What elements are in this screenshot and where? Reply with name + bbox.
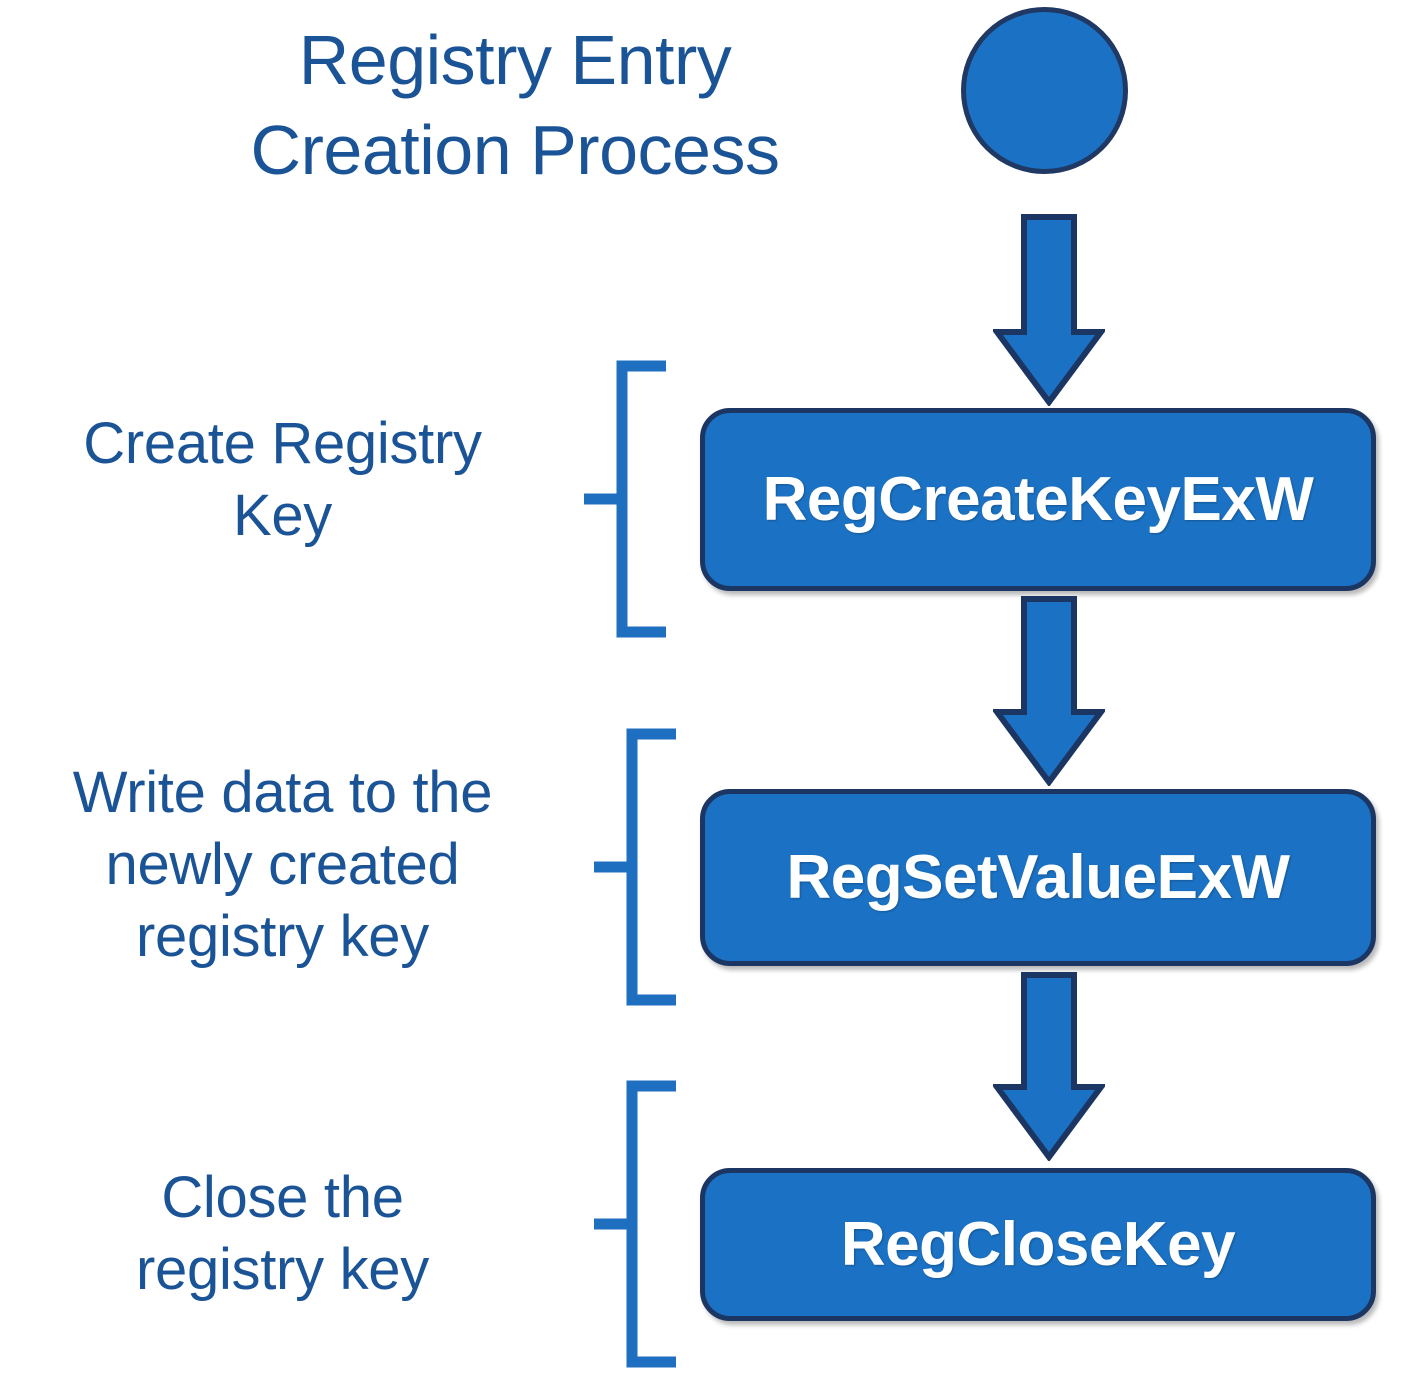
process-box-label: RegSetValueExW	[786, 843, 1290, 912]
flow-arrow-down-icon	[993, 596, 1105, 786]
process-box-label: RegCloseKey	[840, 1210, 1236, 1279]
brace-icon	[592, 1080, 682, 1368]
step-description-write-data: Write data to the newly created registry…	[72, 760, 493, 969]
step-description-close-key: Close the registry key	[136, 1165, 429, 1302]
page-title: Registry Entry Creation Process	[250, 21, 780, 189]
process-box-regsetvalueexw[interactable]: RegSetValueExW	[700, 789, 1376, 966]
step-description-create-registry-key: Create Registry Key	[83, 411, 482, 548]
process-box-regcreatekeyexw[interactable]: RegCreateKeyExW	[700, 408, 1376, 591]
process-box-label: RegCreateKeyExW	[762, 465, 1314, 534]
start-node-circle	[961, 7, 1128, 174]
flow-arrow-down-icon	[993, 214, 1105, 406]
brace-icon	[592, 728, 682, 1006]
flow-arrow-down-icon	[993, 972, 1105, 1161]
process-box-regclosekey[interactable]: RegCloseKey	[700, 1168, 1376, 1321]
brace-icon	[582, 360, 672, 638]
